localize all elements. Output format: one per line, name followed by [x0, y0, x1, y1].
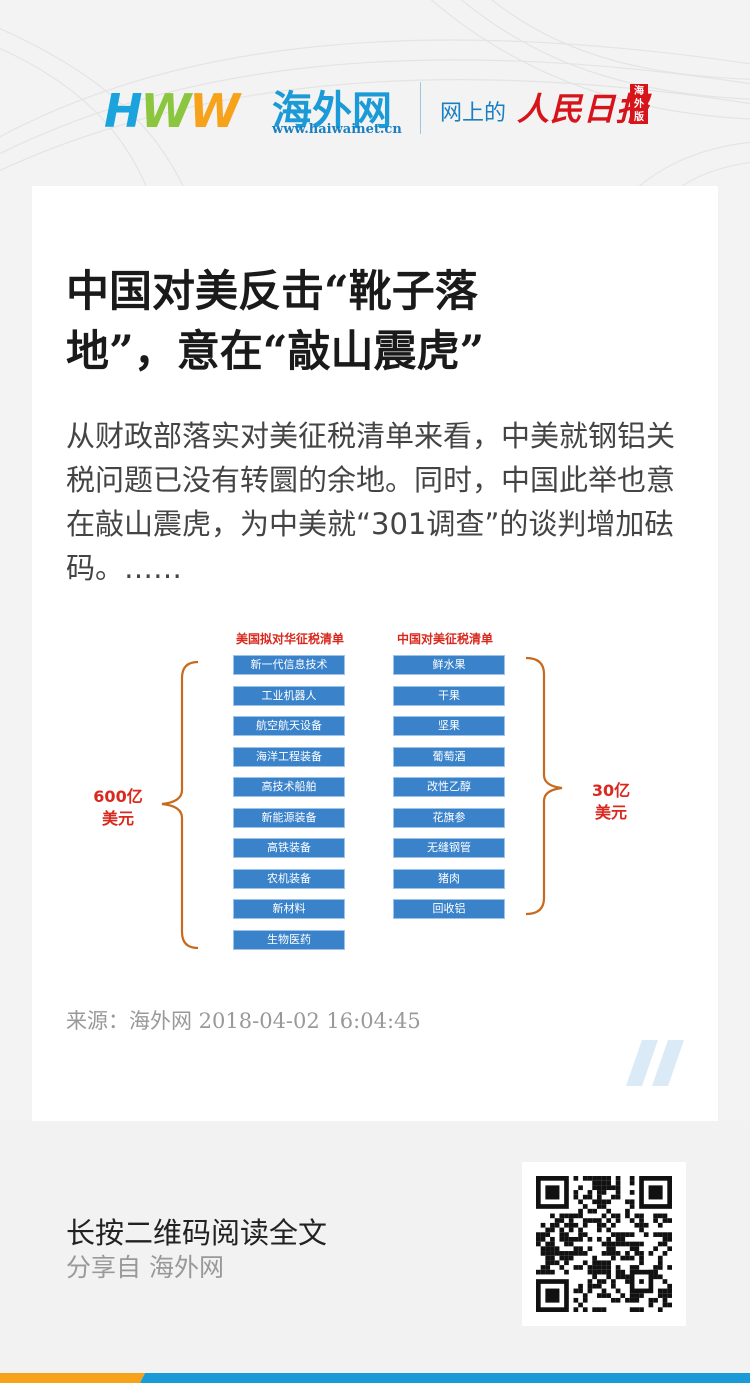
- cn-list-item: 葡萄酒: [393, 746, 505, 767]
- cn-list-item: 花旗参: [393, 807, 505, 828]
- qr-code[interactable]: [522, 1162, 686, 1326]
- slash-decoration-icon: [626, 1040, 684, 1086]
- cn-amount-number: 30亿: [591, 781, 631, 800]
- cn-list-item: 猪肉: [393, 868, 505, 889]
- us-list-item: 高铁装备: [233, 838, 345, 858]
- long-press-qr-hint: 长按二维码阅读全文: [66, 1216, 328, 1250]
- us-amount-unit: 美元: [101, 809, 134, 828]
- cn-list-item: 坚果: [393, 716, 505, 736]
- tariff-lists-figure: 美国拟对华征税清单 中国对美征税清单 600亿 美元 30亿 美元 新一代信息技…: [66, 620, 686, 960]
- cn-list-title: 中国对美征税清单: [397, 632, 494, 646]
- cn-amount-unit: 美元: [594, 803, 627, 822]
- us-list-item: 农机装备: [233, 868, 345, 889]
- cn-amount: 30亿 美元: [581, 780, 641, 824]
- bottom-color-bar: [0, 1373, 750, 1383]
- us-list-item: 新材料: [233, 899, 345, 919]
- us-list-item: 新能源装备: [233, 807, 345, 828]
- us-amount: 600亿 美元: [88, 786, 148, 830]
- bracket-lines: [161, 656, 563, 950]
- article-title[interactable]: 中国对美反击“靴子落地”，意在“敲山震虎”: [66, 267, 485, 377]
- us-list-item: 高技术船舶: [233, 777, 345, 797]
- overseas-edition-badge: 海外版: [630, 84, 648, 124]
- peoples-daily-logo: 人民日报: [517, 90, 650, 128]
- cn-list-item: 干果: [393, 685, 505, 706]
- us-list-item: 海洋工程装备: [233, 746, 345, 767]
- article-card: [32, 186, 718, 1121]
- share-source: 分享自 海外网: [66, 1253, 224, 1282]
- cn-list-item: 回收铝: [393, 899, 505, 919]
- us-bracket: [161, 660, 199, 950]
- hww-logo-letters: HWW: [104, 84, 240, 138]
- article-summary[interactable]: 从财政部落实对美征税清单来看，中美就钢铝关税问题已没有转圜的余地。同时，中国此举…: [66, 419, 676, 585]
- us-list-item: 工业机器人: [233, 685, 345, 706]
- header-background-lines: [0, 0, 750, 230]
- us-amount-number: 600亿: [93, 787, 143, 806]
- cn-list-item: 无缝钢管: [393, 838, 505, 858]
- logo-chinese-name: 海外网: [272, 88, 392, 134]
- us-list-item: 航空航天设备: [233, 716, 345, 736]
- qr-code-icon: [536, 1176, 672, 1312]
- tagline: 网上的: [440, 101, 507, 126]
- cn-list-item: 改性乙醇: [393, 777, 505, 797]
- us-list-item: 新一代信息技术: [233, 655, 345, 675]
- logo-divider: [420, 82, 421, 134]
- us-list-item: 生物医药: [233, 929, 345, 950]
- logo-url: www.haiwainet.cn: [272, 122, 402, 137]
- article-source: 来源：海外网 2018-04-02 16:04:45: [66, 1009, 421, 1033]
- us-list-title: 美国拟对华征税清单: [236, 632, 345, 646]
- cn-bracket: [525, 656, 563, 916]
- cn-list-item: 鲜水果: [393, 655, 505, 675]
